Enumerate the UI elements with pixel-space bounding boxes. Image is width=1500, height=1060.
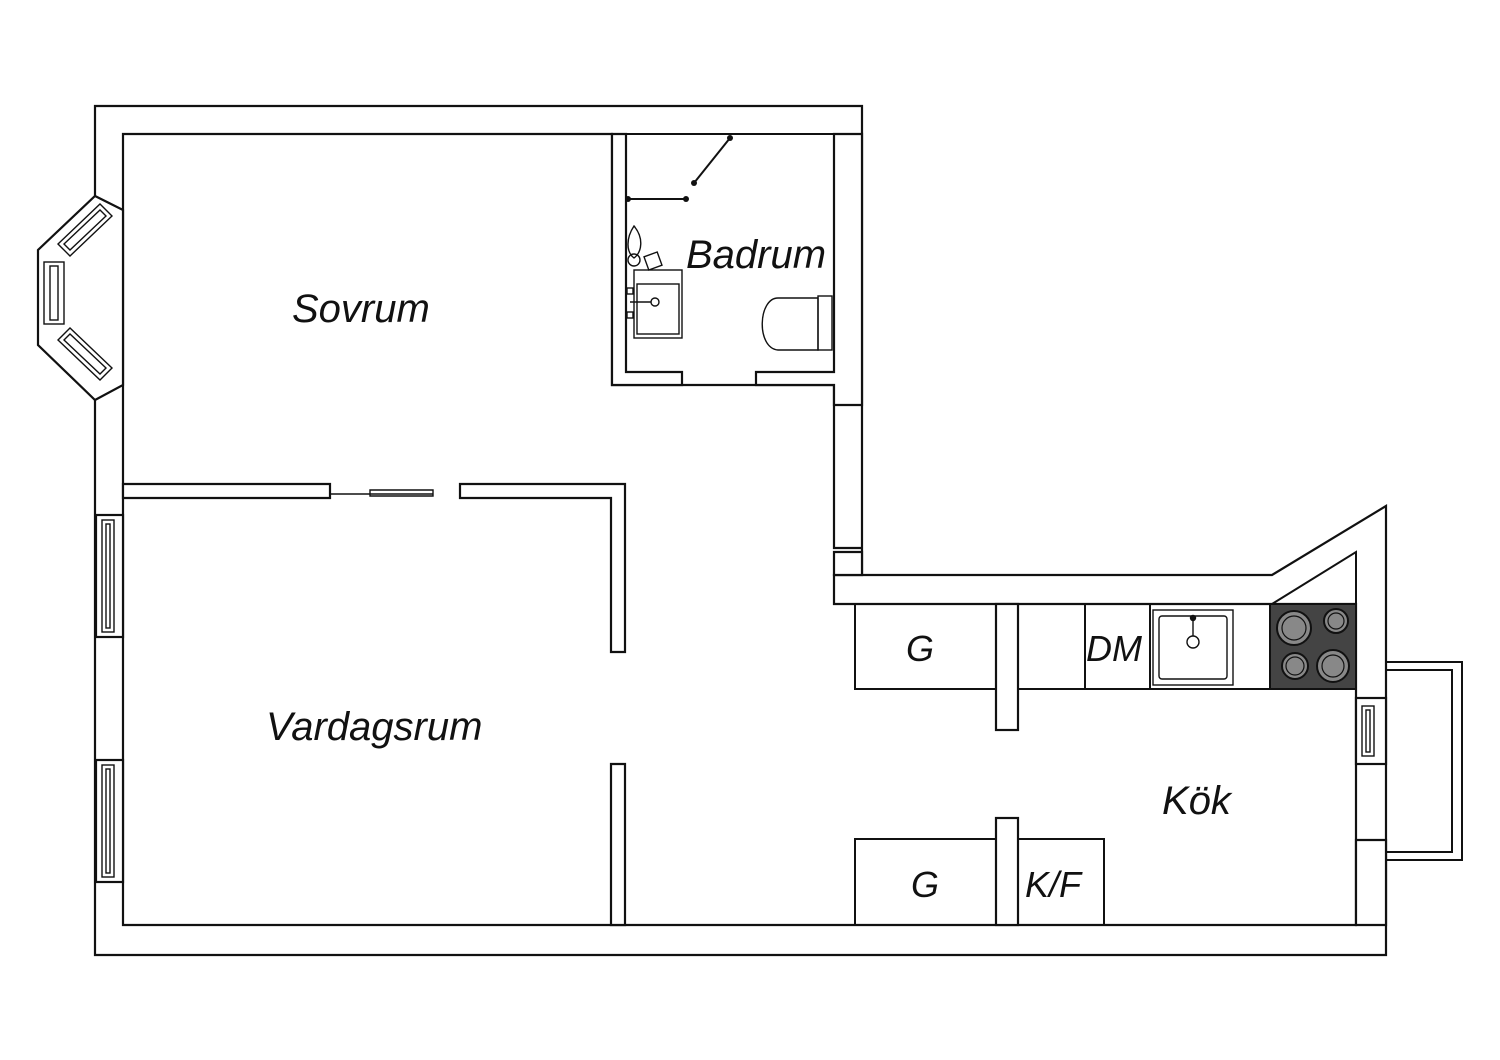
wall-sovrum-vardagsrum <box>121 482 332 500</box>
kitchen-right-wall-stub <box>1354 838 1388 927</box>
fixture-label-dishwasher: DM <box>1086 628 1142 669</box>
shower-rail-icon <box>625 135 733 202</box>
wardrobe-lower <box>854 838 997 926</box>
wall-stub-right <box>458 482 627 654</box>
window-icon <box>1354 696 1388 766</box>
sink-icon <box>626 224 683 339</box>
balcony <box>1386 661 1463 861</box>
room-label-kok: Kök <box>1162 779 1233 823</box>
wall-vardagsrum-lower <box>609 762 627 927</box>
fixture-label-fridge-freezer: K/F <box>1025 864 1083 905</box>
bay-window <box>36 194 125 402</box>
kitchen-bump-wall <box>832 550 864 577</box>
partition-lower <box>994 816 1020 927</box>
stove-icon <box>1269 603 1357 690</box>
kitchen-angled-wall <box>1271 550 1357 605</box>
fixture-label-wardrobe-upper: G <box>906 628 934 669</box>
window-icon <box>94 513 125 884</box>
room-label-vardagsrum: Vardagsrum <box>266 705 482 749</box>
room-label-sovrum: Sovrum <box>292 287 430 331</box>
sliding-door <box>330 489 434 497</box>
bathroom-walls-right <box>754 132 864 407</box>
room-label-badrum: Badrum <box>686 233 826 277</box>
fixture-label-wardrobe-lower: G <box>911 864 939 905</box>
fridge-freezer <box>1017 838 1105 926</box>
window-icon <box>43 203 114 381</box>
bathroom-walls <box>610 132 684 387</box>
counter <box>1017 603 1271 690</box>
toilet-icon <box>761 295 833 351</box>
partition-upper <box>994 602 1020 732</box>
sink-icon <box>1152 609 1234 686</box>
